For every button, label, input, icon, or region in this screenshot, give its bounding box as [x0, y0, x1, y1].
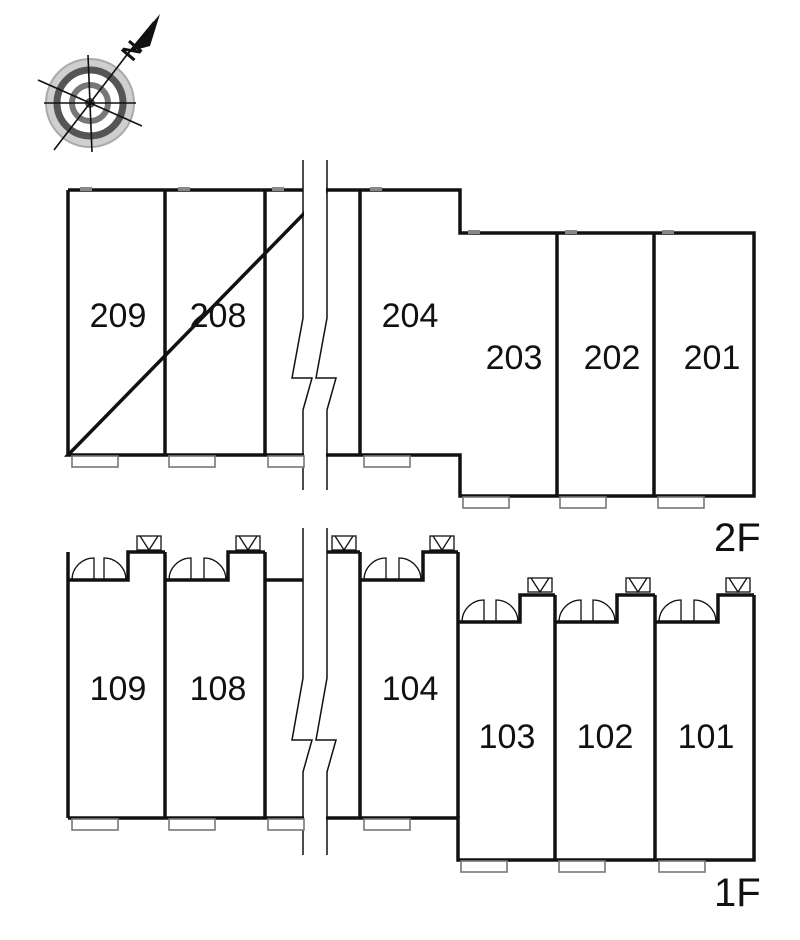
unit-102: 102: [577, 718, 634, 756]
floor-1-plan: 109 108 104 103 102 101 1F: [66, 528, 761, 915]
unit-108: 108: [190, 670, 247, 708]
unit-201: 201: [684, 339, 741, 377]
floor-2-label: 2F: [714, 516, 761, 560]
floor-1-label: 1F: [714, 871, 761, 915]
unit-103: 103: [479, 718, 536, 756]
compass-rose-icon: N: [37, 14, 160, 153]
unit-203: 203: [486, 339, 543, 377]
unit-101: 101: [678, 718, 735, 756]
unit-202: 202: [584, 339, 641, 377]
floor-2-plan: 209 208 204 203 202 201 2F: [63, 160, 761, 560]
unit-109: 109: [90, 670, 147, 708]
unit-104: 104: [382, 670, 439, 708]
unit-204: 204: [382, 297, 439, 335]
unit-208: 208: [190, 297, 247, 335]
unit-209: 209: [90, 297, 147, 335]
